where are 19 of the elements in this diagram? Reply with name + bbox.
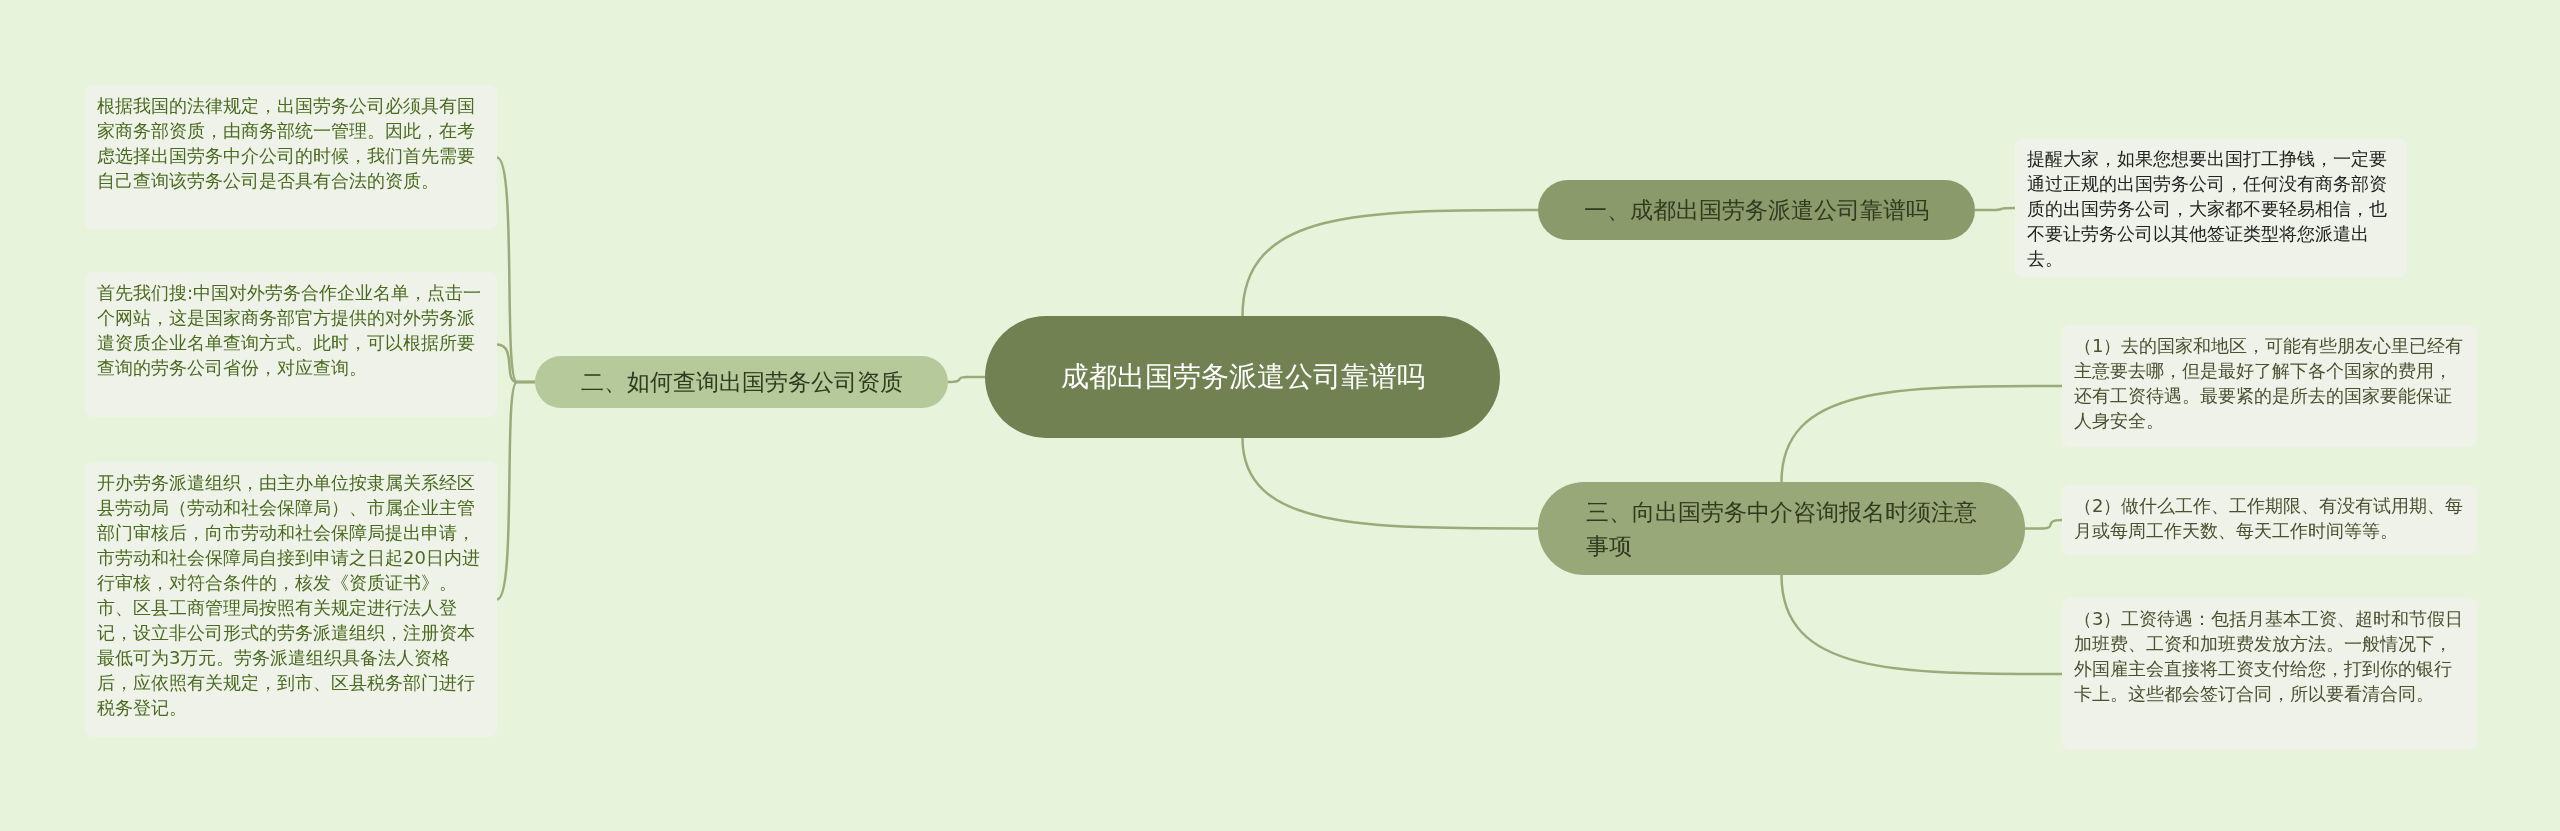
- connector-line: [2025, 518, 2063, 530]
- note-card: （1）去的国家和地区，可能有些朋友心里已经有主意要去哪，但是最好了解下各个国家的费用，还有工资待遇。最要紧的是所去的国家要能保证人身安全。: [2062, 325, 2477, 447]
- note-card: 开办劳务派遣组织，由主办单位按隶属关系经区县劳动局（劳动和社会保障局）、市属企业主管部门审核后，向市劳动和社会保障局提出申请，市劳动和社会保障局自接到申请之日起20日内进行审核，对符合条件的，核发《资质证书》。市、区县工商管理局按照有关规定进行法人登记，设立非公司形式的劳务派遣组织，注册资本最低可为3万元。劳务派遣组织具备法人资格后，应依照有关规定，到市、区县税务部门进行税务登记。: [85, 462, 497, 737]
- branch-topic: 三、向出国劳务中介咨询报名时须注意事项: [1538, 482, 2025, 575]
- note-card: 首先我们搜:中国对外劳务合作企业名单，点击一个网站，这是国家商务部官方提供的对外劳务派遣资质企业名单查询方式。此时，可以根据所要查询的劳务公司省份，对应查询。: [85, 272, 497, 417]
- note-card: 提醒大家，如果您想要出国打工挣钱，一定要通过正规的出国劳务公司，任何没有商务部资质的出国劳务公司，大家都不要轻易相信，也不要让劳务公司以其他签证类型将您派遣出去。: [2015, 138, 2407, 278]
- connector-line: [1241, 208, 1538, 317]
- branch-topic: 一、成都出国劳务派遣公司靠谱吗: [1538, 180, 1975, 240]
- connector-line: [1780, 574, 2062, 676]
- connector-line: [1975, 206, 2015, 212]
- central-topic: 成都出国劳务派遣公司靠谱吗: [985, 316, 1500, 438]
- note-card: （2）做什么工作、工作期限、有没有试用期、每月或每周工作天数、每天工作时间等等。: [2062, 485, 2477, 555]
- note-card: 根据我国的法律规定，出国劳务公司必须具有国家商务部资质，由商务部统一管理。因此，在考虑选择出国劳务中介公司的时候，我们首先需要自己查询该劳务公司是否具有合法的资质。: [85, 85, 497, 230]
- note-card: （3）工资待遇：包括月基本工资、超时和节假日加班费、工资和加班费发放方法。一般情况下，外国雇主会直接将工资支付给您，打到你的银行卡上。这些都会签订合同，所以要看清合同。: [2062, 598, 2477, 750]
- connector-line: [1241, 437, 1538, 530]
- connector-line: [496, 380, 535, 601]
- branch-topic: 二、如何查询出国劳务公司资质: [535, 356, 948, 408]
- connector-line: [1780, 384, 2062, 483]
- connector-line: [947, 375, 985, 384]
